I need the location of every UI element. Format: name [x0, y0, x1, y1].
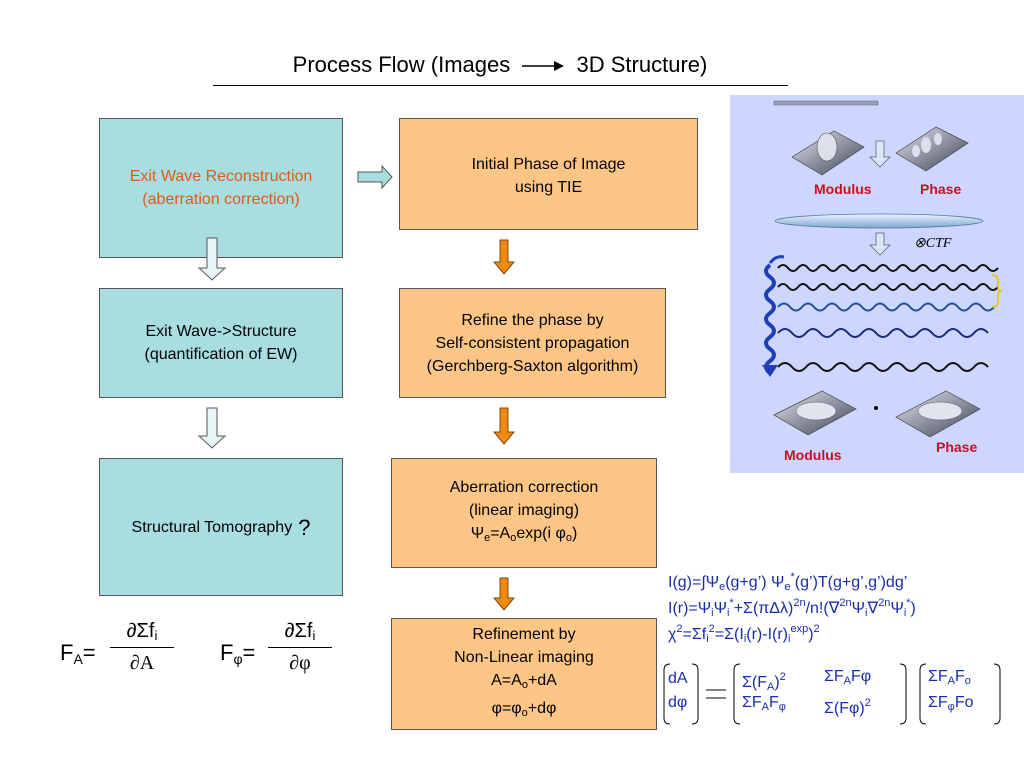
box-line: Non-Linear imaging: [454, 649, 594, 666]
wave-line: [777, 302, 995, 312]
down-arrow-icon: [197, 407, 227, 449]
modulus-surface-top: [791, 130, 865, 176]
title-right: 3D Structure): [576, 52, 708, 77]
down-arrow-icon: [492, 239, 516, 275]
ctf-label: ⊗CTF: [914, 236, 952, 251]
refine-phase-box: Refine the phase by Self-consistent prop…: [399, 288, 666, 398]
down-arrow-icon: [197, 237, 227, 281]
vector-da: dA: [668, 670, 688, 687]
box-text: Structural Tomography: [131, 518, 293, 536]
matrix-brackets: [663, 663, 1001, 725]
box-line: (aberration correction): [142, 191, 300, 208]
box-line: Aberration correction: [449, 479, 599, 496]
box-line: Initial Phase of Image: [471, 156, 626, 173]
down-arrow-icon: [869, 232, 891, 256]
box-line: (quantification of EW): [144, 346, 298, 363]
initial-phase-box: Initial Phase of Image using TIE: [399, 118, 698, 230]
modulus-surface-bottom: [773, 390, 857, 436]
refinement-box: Refinement by Non-Linear imaging A=Ao+dA…: [391, 618, 657, 730]
matrix-cell: Σ(FA)2: [742, 671, 786, 693]
modulus-label-top: Modulus: [814, 181, 872, 197]
box-line: Self-consistent propagation: [435, 334, 630, 352]
question-mark: ?: [298, 514, 311, 540]
down-arrow-icon: [869, 140, 891, 168]
dot-marker: [874, 406, 878, 410]
box-line: using TIE: [514, 179, 583, 196]
box-line: Exit Wave Reconstruction: [129, 168, 313, 185]
wave-illustration-panel: Modulus Phase ⊗CTF Modulus Phase: [730, 95, 1024, 473]
modulus-label-bottom: Modulus: [784, 447, 842, 463]
exit-wave-reconstruction-box: Exit Wave Reconstruction (aberration cor…: [99, 118, 343, 258]
box-line: Refine the phase by: [461, 311, 604, 329]
vector-dphi: dφ: [668, 694, 688, 711]
chi-squared-equation: χ2=Σfi2=Σ(Ii(r)-I(r)iexp)2: [668, 623, 820, 645]
matrix-cell: ΣFAFφ: [824, 668, 872, 687]
intensity-equation: I(g)=∫Ψe(g+g’) Ψe*(g’)T(g+g’,g’)dg’: [668, 571, 908, 593]
matrix-cell: Σ(Fφ)2: [824, 697, 871, 717]
exit-wave-structure-box: Exit Wave->Structure (quantification of …: [99, 288, 343, 398]
phase-label-bottom: Phase: [936, 439, 978, 455]
lens-shape: [774, 213, 984, 229]
box-line: (linear imaging): [468, 502, 580, 519]
wave-line: [777, 328, 989, 338]
box-line: Exit Wave->Structure: [145, 323, 297, 340]
phase-update: φ=φo+dφ: [491, 700, 557, 719]
fa-numerator: ∂Σfi: [126, 620, 158, 643]
fa-label: FA=: [60, 640, 96, 667]
fraction-bar: [110, 647, 174, 648]
propagation-squiggle: [764, 263, 776, 375]
fraction-bar: [268, 647, 332, 648]
page-title: Process Flow (Images 3D Structure): [210, 52, 790, 78]
brace-icon: [991, 274, 1003, 308]
fphi-fraction: ∂Σfi ∂φ: [268, 620, 332, 675]
real-space-intensity-equation: I(r)=ΨiΨi*+Σ(πΔλ)2n/n!(∇2nΨi∇2nΨi*): [668, 597, 916, 619]
fphi-numerator: ∂Σfi: [284, 620, 316, 643]
psi-equation: Ψe=Aoexp(i φo): [470, 525, 578, 544]
box-line: Refinement by: [472, 626, 576, 643]
fa-fraction: ∂Σfi ∂A: [110, 620, 174, 675]
right-arrow-icon: [357, 164, 393, 190]
matrix-equation: dA dφ Σ(FA)2 ΣFAFφ ΣFAFφ Σ(Fφ)2 ΣFAFo ΣF…: [662, 660, 1002, 728]
amplitude-update: A=Ao+dA: [491, 672, 557, 691]
phase-surface-bottom: [895, 390, 981, 438]
wave-line: [777, 283, 999, 291]
down-arrow-icon: [762, 365, 778, 377]
matrix-cell: ΣFAFφ: [742, 694, 786, 713]
fphi-label: Fφ=: [220, 640, 256, 667]
vector-cell: ΣFφFo: [928, 694, 974, 713]
wave-line: [777, 362, 989, 372]
structural-tomography-box: Structural Tomography ?: [99, 458, 343, 596]
title-underline: [213, 85, 788, 86]
box-line: (Gerchberg-Saxton algorithm): [426, 357, 639, 375]
wave-line: [777, 264, 999, 272]
title-arrow-icon: [522, 61, 565, 72]
phase-label-top: Phase: [920, 181, 962, 197]
panel-graphics: [762, 100, 1003, 438]
fa-denominator: ∂A: [129, 652, 155, 674]
fphi-denominator: ∂φ: [289, 652, 311, 674]
vector-cell: ΣFAFo: [928, 668, 971, 687]
down-arrow-icon: [492, 407, 516, 445]
specimen-bar: [773, 100, 879, 106]
phase-surface-top: [895, 126, 969, 172]
title-left: Process Flow (Images: [292, 52, 511, 77]
aberration-correction-box: Aberration correction (linear imaging) Ψ…: [391, 458, 657, 568]
down-arrow-icon: [492, 577, 516, 611]
ctf-text: CTF: [925, 236, 952, 251]
